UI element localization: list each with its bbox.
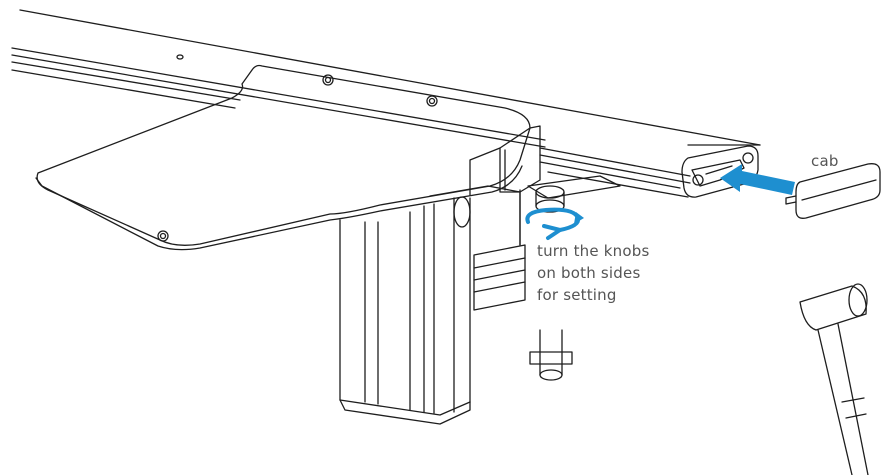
push-arrow-icon	[720, 164, 795, 195]
cab-label: cab	[811, 152, 839, 170]
knob-instruction: turn the knobs on both sides for setting	[537, 240, 649, 306]
knob-instruction-line: turn the knobs	[537, 242, 650, 260]
frame-beam	[11, 9, 761, 198]
beam-end-profile	[681, 145, 759, 198]
clamp-leg	[339, 125, 541, 425]
knob-instruction-line: on both sides	[537, 264, 641, 282]
mallet-icon	[799, 283, 869, 475]
knob-instruction-line: for setting	[537, 286, 617, 304]
rotate-arrow-icon	[525, 207, 584, 240]
adjustment-knob	[527, 175, 621, 381]
top-plate	[35, 64, 531, 251]
end-cap	[785, 163, 881, 219]
